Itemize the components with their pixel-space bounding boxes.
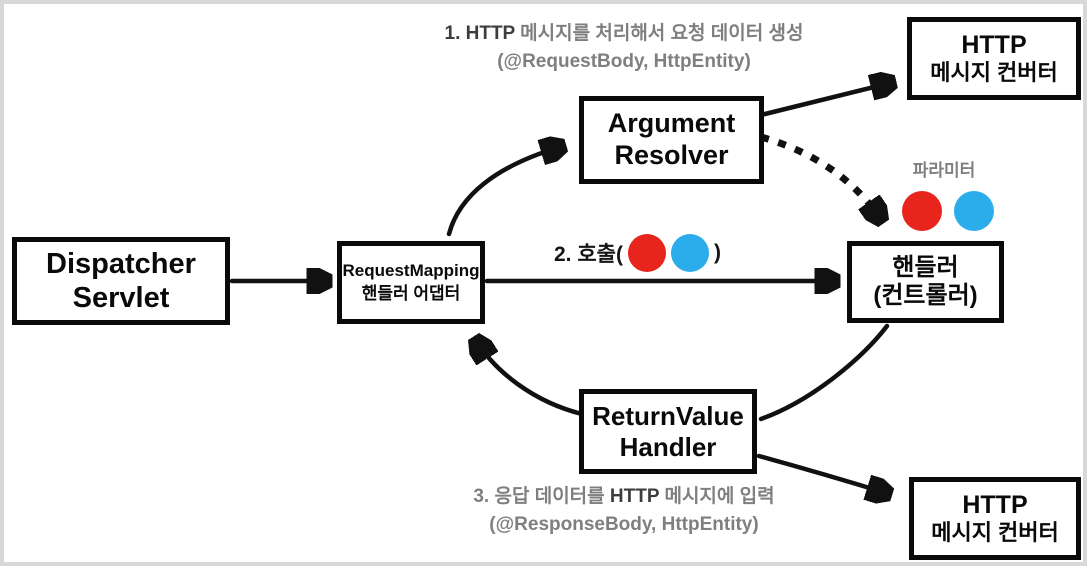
request-mapping-adapter-box: RequestMapping 핸들러 어댑터 [337, 241, 485, 324]
arrow-return-value-handler-to-adapter [477, 342, 585, 417]
return-value-handler-label-line2: Handler [619, 431, 717, 462]
step2-call-suffix-text: ) [713, 241, 721, 264]
call-argument-red-dot [627, 234, 666, 272]
call-argument-blue-dot [670, 234, 709, 272]
handler-controller-label-line2: (컨트롤러) [873, 282, 978, 309]
dispatcher-servlet-box: Dispatcher Servlet [12, 237, 230, 325]
request-mapping-adapter-label-line2: 핸들러 어댑터 [361, 283, 461, 303]
step1-annotation-line1: 1. HTTP 메시지를 처리해서 요청 데이터 생성 [374, 20, 874, 48]
http-message-converter-bottom-label-line1: HTTP [962, 490, 1028, 519]
handler-controller-box: 핸들러 (컨트롤러) [847, 241, 1004, 323]
parameter-red-dot [902, 191, 942, 231]
step3-annotation: 3. 응답 데이터를 HTTP 메시지에 입력 (@ResponseBody, … [374, 483, 874, 538]
argument-resolver-label-line2: Resolver [614, 140, 729, 170]
step1-rest-text: 메시지를 처리해서 요청 데이터 생성 [514, 23, 804, 44]
arrow-return-value-handler-to-http-converter-bottom [756, 453, 886, 493]
step3-seg3-text: 메시지에 입력 [659, 486, 775, 507]
step1-annotation: 1. HTTP 메시지를 처리해서 요청 데이터 생성 (@RequestBod… [374, 20, 874, 75]
step3-annotation-line2: (@ResponseBody, HttpEntity) [489, 513, 759, 535]
step3-seg1-text: 3. 응답 데이터를 [473, 486, 610, 507]
request-mapping-adapter-label-line1: RequestMapping [342, 261, 480, 281]
step3-annotation-line1: 3. 응답 데이터를 HTTP 메시지에 입력 [374, 483, 874, 511]
dispatcher-servlet-label-line2: Servlet [72, 282, 170, 314]
http-message-converter-top-label-line1: HTTP [961, 30, 1027, 59]
http-message-converter-top-label-line2: 메시지 컨버터 [930, 60, 1058, 86]
arrow-adapter-to-argument-resolver [446, 147, 560, 237]
http-message-converter-bottom-box: HTTP 메시지 컨버터 [909, 477, 1081, 560]
parameter-blue-dot [954, 191, 994, 231]
step1-annotation-line2: (@RequestBody, HttpEntity) [497, 50, 751, 72]
argument-resolver-box: Argument Resolver [579, 96, 764, 184]
step1-prefix-text: 1. HTTP [444, 23, 515, 44]
step2-call-prefix-text: 2. 호출( [554, 243, 623, 266]
arrow-argument-resolver-to-http-converter-top [758, 83, 890, 118]
arrow-argument-resolver-to-handler-dashed [760, 133, 880, 218]
handler-controller-label-line1: 핸들러 [892, 253, 959, 281]
http-message-converter-top-box: HTTP 메시지 컨버터 [907, 17, 1081, 100]
arrow-layer [229, 4, 1087, 566]
step3-seg2-text: HTTP [609, 486, 660, 507]
argument-resolver-label-line1: Argument [607, 108, 736, 139]
http-message-converter-bottom-label-line2: 메시지 컨버터 [931, 520, 1059, 546]
line-handler-to-return-value-handler [758, 323, 890, 422]
return-value-handler-box: ReturnValue Handler [579, 389, 757, 474]
dispatcher-servlet-label-line1: Dispatcher [46, 247, 196, 280]
return-value-handler-label-line1: ReturnValue [592, 400, 744, 431]
step2-call-annotation: 2. 호출( ) [554, 232, 721, 274]
parameter-label: 파라미터 [912, 161, 976, 180]
